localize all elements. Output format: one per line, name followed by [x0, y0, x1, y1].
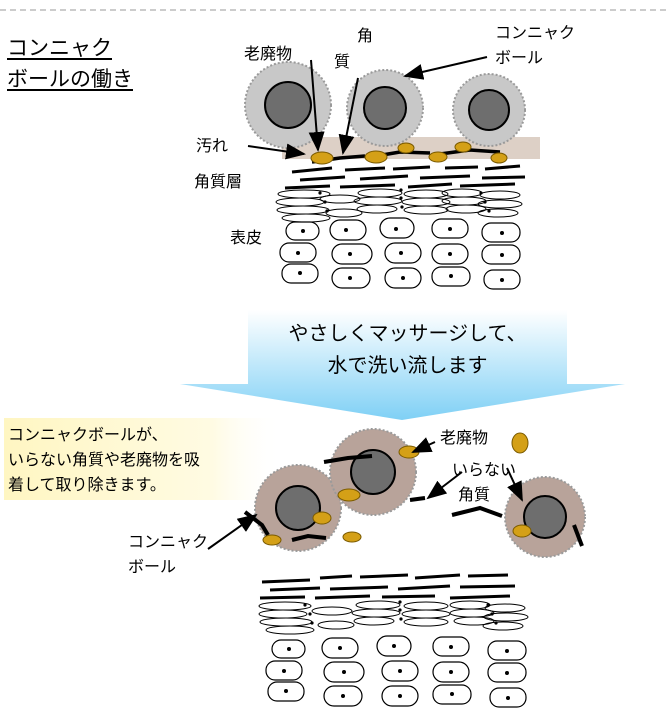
- label-ball-bottom-2: ボール: [128, 557, 177, 576]
- title-line-1: コンニャク: [7, 36, 112, 60]
- konjac-ball: [452, 73, 526, 147]
- epidermis-cells-bottom: [265, 635, 527, 708]
- label-waste-bottom: 老廃物: [440, 428, 489, 447]
- label-unneeded-1: いらない: [452, 460, 517, 479]
- konjac-ball: [346, 69, 424, 147]
- note-line-1: コンニャクボールが、: [8, 425, 168, 444]
- arrow-text-2: 水で洗い流します: [327, 353, 488, 377]
- process-arrow: [180, 310, 625, 420]
- title-line-2: ボールの働き: [7, 67, 133, 91]
- konjac-ball: [244, 61, 332, 149]
- note-line-3: 着して取り除きます。: [8, 475, 166, 494]
- arrow-text-1: やさしくマッサージして、: [288, 321, 527, 345]
- flattened-cells-bottom: [258, 600, 529, 635]
- label-ball-bottom-1: コンニャク: [128, 532, 209, 551]
- cell-nuclei-bottom: [303, 600, 498, 625]
- label-ball-top-1: コンニャク: [495, 23, 576, 42]
- label-ball-top-2: ボール: [495, 48, 544, 67]
- stratum-corneum-lines: [284, 164, 526, 190]
- label-stratum-corneum: 角質層: [194, 172, 243, 191]
- note-line-2: いらない角質や老廃物を吸: [8, 450, 201, 469]
- stratum-corneum-lines-bottom: [259, 573, 516, 600]
- cell-nuclei: [318, 188, 491, 213]
- flattened-cells: [275, 188, 523, 223]
- label-unneeded-2: 角質: [458, 485, 491, 504]
- label-waste-top: 老廃物: [244, 44, 293, 63]
- bottom-pointer-arrows: [207, 437, 523, 550]
- waste-particles-bottom: [262, 432, 532, 546]
- label-epidermis: 表皮: [230, 228, 263, 247]
- label-keratin-top-1: 角: [357, 26, 374, 45]
- epidermis-nuclei: [296, 227, 504, 282]
- konjac-ball-used: [254, 464, 342, 552]
- epidermis-cells: [279, 217, 521, 290]
- konjac-ball-used: [329, 428, 417, 516]
- label-keratin-top-2: 質: [334, 52, 351, 71]
- waste-particles: [310, 141, 508, 165]
- top-pointer-arrows: [247, 56, 488, 160]
- note-background: [4, 418, 282, 500]
- epidermis-nuclei-bottom: [282, 644, 510, 700]
- label-dirt: 汚れ: [196, 136, 229, 155]
